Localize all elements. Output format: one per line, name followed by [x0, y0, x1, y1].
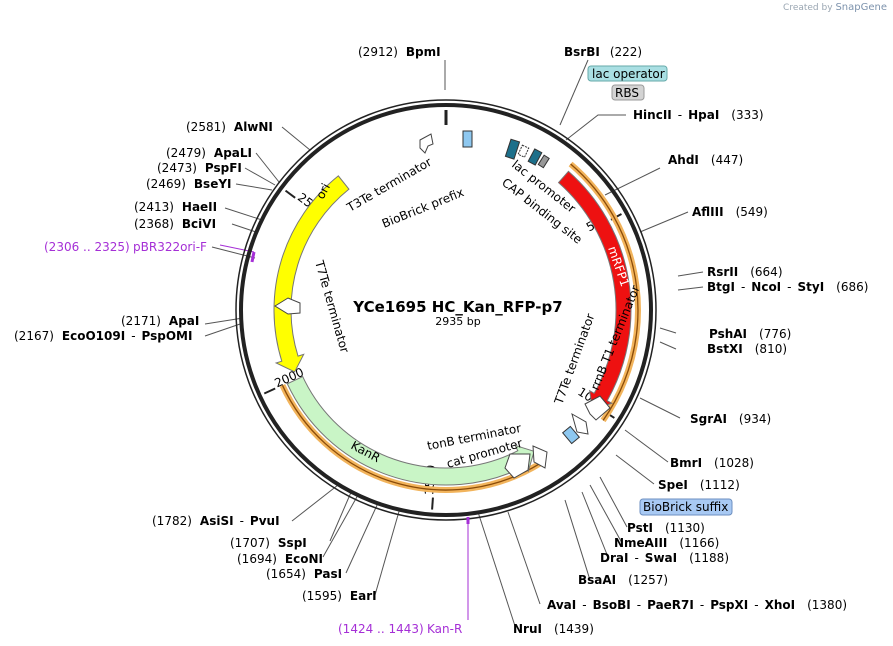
tick-2000 — [263, 387, 276, 395]
tick-2500 — [284, 189, 296, 199]
svg-text:(2368)BciVI: (2368)BciVI — [134, 217, 216, 231]
svg-text:HincII-HpaI(333): HincII-HpaI(333) — [633, 108, 764, 122]
lac-promoter-box — [504, 138, 521, 160]
primer-labels: (2306 .. 2325) pBR322ori-F (1424 .. 1443… — [44, 240, 462, 636]
feature-outline-core — [281, 163, 639, 491]
lac-operator-box — [527, 148, 543, 166]
callout-rbs: RBS — [615, 86, 639, 100]
label-biobrick-prefix: BioBrick prefix — [380, 185, 466, 231]
svg-text:(2413)HaeII: (2413)HaeII — [134, 200, 217, 214]
svg-text:(1782)AsiSI-PvuI: (1782)AsiSI-PvuI — [152, 514, 280, 528]
svg-text:SpeI(1112): SpeI(1112) — [658, 478, 740, 492]
callout-boxes: lac operator RBS BioBrick suffix — [587, 65, 733, 516]
t3te-terminator-arrow — [419, 133, 434, 154]
small-features-top — [419, 130, 550, 169]
biobrick-suffix-box — [561, 425, 581, 445]
primer-pbr-name: pBR322ori-F — [133, 240, 207, 254]
svg-text:(2479)ApaLI: (2479)ApaLI — [166, 146, 252, 160]
t7te-terminator-arrow — [571, 412, 589, 435]
backbone-inner — [239, 103, 653, 517]
tick-1500 — [431, 497, 434, 510]
primer-kanr-name: Kan-R — [427, 622, 462, 636]
small-features-lower — [274, 297, 611, 479]
svg-text:BstXI(810): BstXI(810) — [707, 342, 787, 356]
svg-text:RsrII(664): RsrII(664) — [707, 265, 783, 279]
svg-text:(1694)EcoNI: (1694)EcoNI — [237, 552, 323, 566]
biobrick-prefix-box — [462, 130, 473, 148]
primer-kanr-range: (1424 .. 1443) — [338, 622, 424, 636]
svg-text:SgrAI(934): SgrAI(934) — [690, 412, 771, 426]
label-ori: ori — [313, 181, 333, 201]
svg-text:AflIII(549): AflIII(549) — [692, 205, 768, 219]
svg-text:DraI-SwaI(1188): DraI-SwaI(1188) — [600, 551, 729, 565]
svg-text:(1654)PasI: (1654)PasI — [266, 567, 342, 581]
feature-ori — [273, 175, 350, 373]
rrnb-terminator-arrow — [584, 395, 611, 421]
svg-text:(2581)AlwNI: (2581)AlwNI — [186, 120, 273, 134]
primer-pbr-range: (2306 .. 2325) — [44, 240, 130, 254]
svg-text:(2469)BseYI: (2469)BseYI — [146, 177, 232, 191]
cat-promoter-arrow — [504, 453, 531, 479]
tonb-terminator-arrow — [532, 445, 548, 469]
plasmid-name: YCe1695 HC_Kan_RFP-p7 — [352, 298, 562, 316]
svg-text:PshAI(776): PshAI(776) — [709, 327, 791, 341]
backbone-outer — [235, 99, 657, 521]
svg-text:(1707)SspI: (1707)SspI — [230, 536, 307, 550]
svg-text:(2912)BpmI: (2912)BpmI — [358, 45, 441, 59]
svg-text:(2167)EcoO109I-PspOMI: (2167)EcoO109I-PspOMI — [14, 329, 192, 343]
svg-text:NruI(1439): NruI(1439) — [513, 622, 594, 636]
primer-pbr322ori-f-mark — [250, 251, 256, 263]
label-t7te-terminator-left: T7Te terminator — [312, 258, 352, 354]
svg-text:BtgI-NcoI-StyI(686): BtgI-NcoI-StyI(686) — [707, 280, 868, 294]
callout-lac-operator: lac operator — [592, 67, 665, 81]
svg-text:NmeAIII(1166): NmeAIII(1166) — [614, 536, 719, 550]
svg-text:BmrI(1028): BmrI(1028) — [670, 456, 754, 470]
svg-text:(1595)EarI: (1595)EarI — [302, 589, 377, 603]
rbs-box — [537, 154, 550, 169]
plasmid-length: 2935 bp — [435, 315, 480, 328]
svg-text:BsrBI(222): BsrBI(222) — [564, 45, 642, 59]
svg-text:PstI(1130): PstI(1130) — [627, 521, 705, 535]
restriction-site-labels: (2912)BpmI BsrBI(222) HincII-HpaI(333) A… — [14, 45, 868, 636]
svg-text:AhdI(447): AhdI(447) — [668, 153, 743, 167]
svg-text:(2473)PspFI: (2473)PspFI — [157, 161, 242, 175]
snapgene-watermark: Created by SnapGene — [783, 2, 887, 13]
cap-binding-box — [517, 144, 530, 158]
callout-biobrick-suffix: BioBrick suffix — [643, 500, 728, 514]
svg-text:AvaI-BsoBI-PaeR7I-PspXI-XhoI(1: AvaI-BsoBI-PaeR7I-PspXI-XhoI(1380) — [547, 598, 847, 612]
t7te-terminator-left-arrow — [274, 297, 301, 315]
svg-text:BsaAI(1257): BsaAI(1257) — [578, 573, 668, 587]
svg-text:(2171)ApaI: (2171)ApaI — [121, 314, 199, 328]
